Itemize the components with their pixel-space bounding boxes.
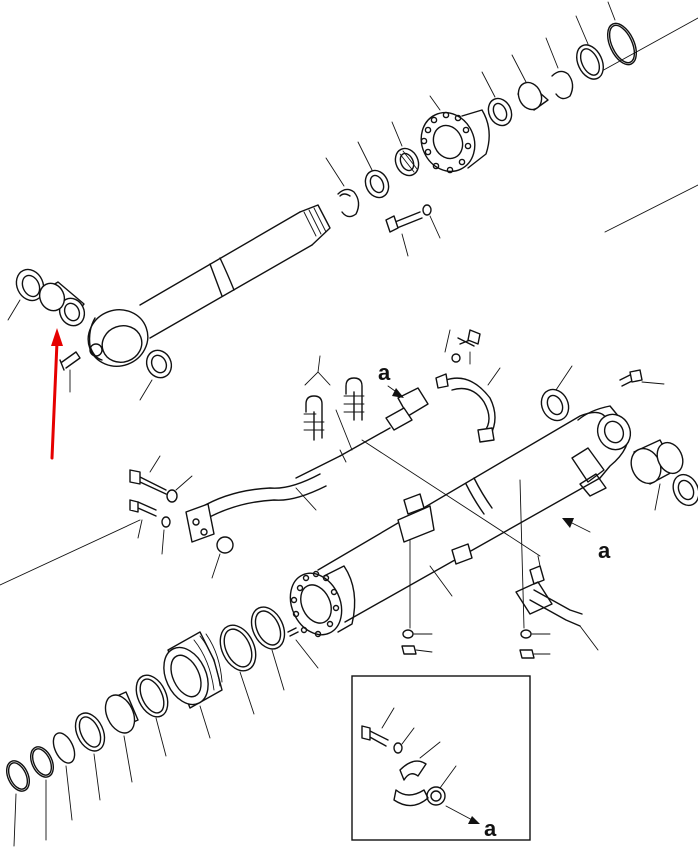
red-indicator-arrow <box>50 328 63 460</box>
cylinder-tube <box>289 365 698 659</box>
detail-inset-box <box>351 675 531 841</box>
piston-components <box>325 1 638 257</box>
hose-clamp-parts <box>129 329 501 579</box>
piston-seal-kit <box>5 606 319 847</box>
piston-rod <box>87 204 331 367</box>
callout-label-a-top: a <box>378 360 391 385</box>
callout-label-a-detail: a <box>484 816 497 841</box>
rod-eye-bushing <box>7 268 173 401</box>
callout-label-a-right: a <box>598 538 611 563</box>
center-lines <box>0 17 698 586</box>
